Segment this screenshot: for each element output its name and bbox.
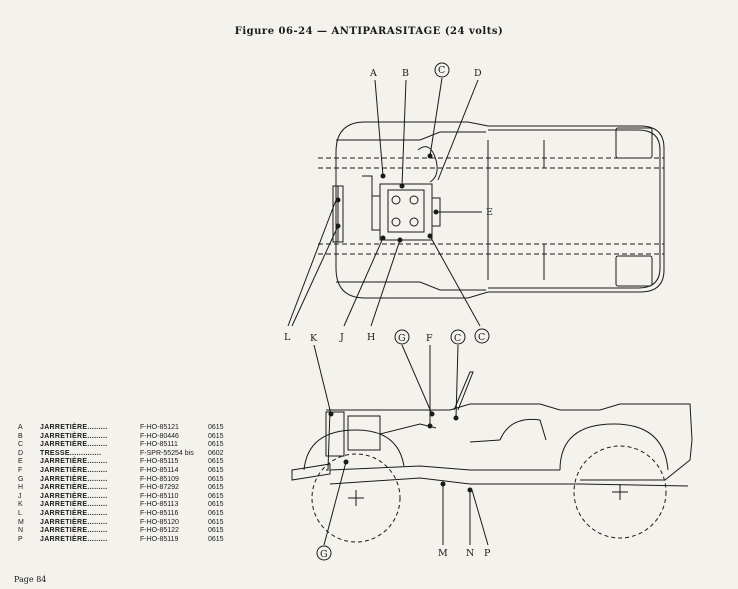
legend-row: N JARRETIÈRE......... F-HO-85122 0615 (18, 527, 228, 536)
legend-ref: F-HO-85113 (140, 501, 179, 509)
legend-row: F JARRETIÈRE......... F-HO-85114 0615 (18, 467, 228, 476)
legend-row: D TRESSE.............. F-SPR-55254 bis 0602 (18, 450, 228, 459)
callout-c-top: C (438, 65, 445, 76)
legend-code: 0615 (208, 492, 224, 500)
legend-row: M JARRETIÈRE......... F-HO-85120 0615 (18, 519, 228, 528)
page-number: Page 84 (14, 575, 47, 584)
legend-name: TRESSE.............. (40, 449, 102, 457)
legend-code: 0615 (208, 484, 224, 492)
leader-lines-top (287, 77, 482, 327)
callout-a: A (369, 68, 377, 79)
legend-ref: F-HO-85116 (140, 509, 179, 517)
legend-code: 0615 (208, 424, 224, 431)
legend-ref: F-HO-85115 (140, 458, 179, 466)
legend-ref: F-HO-85121 (140, 424, 179, 431)
legend-code: 0615 (208, 475, 224, 483)
vehicle-top-view (318, 121, 665, 299)
legend-code: 0615 (208, 535, 224, 543)
legend-name: JARRETIÈRE......... (40, 441, 108, 449)
legend-letter: N (18, 527, 24, 535)
legend-letter: C (18, 441, 24, 449)
legend-code: 0615 (208, 501, 224, 509)
callout-j: J (339, 332, 344, 343)
legend-code: 0615 (208, 518, 224, 526)
legend-name: JARRETIÈRE......... (40, 492, 108, 500)
legend-ref: F-HO-85114 (140, 466, 179, 474)
legend-letter: P (18, 535, 23, 543)
legend-code: 0615 (208, 458, 224, 466)
callout-m: M (438, 548, 448, 559)
legend-ref: F-SPR-55254 bis (140, 449, 194, 457)
legend-code: 0615 (208, 432, 224, 440)
callout-h: H (367, 332, 375, 343)
legend-letter: D (18, 449, 24, 457)
legend-ref: F-HO-85110 (140, 492, 179, 500)
callout-d: D (474, 68, 482, 79)
legend-name: JARRETIÈRE......... (40, 527, 108, 535)
figure-title: Figure 06-24 — ANTIPARASITAGE (24 volts) (234, 26, 504, 37)
legend-letter: G (18, 475, 24, 483)
legend-row: G JARRETIÈRE......... F-HO-85109 0615 (18, 476, 228, 485)
legend-code: 0615 (208, 527, 224, 535)
callout-e: E (486, 207, 493, 218)
callout-f: F (426, 333, 433, 344)
vehicle-side-view (291, 371, 693, 543)
legend-ref: F-HO-85111 (140, 441, 178, 449)
legend-code: 0615 (208, 441, 224, 449)
leader-lines-side (313, 344, 489, 546)
legend-name: JARRETIÈRE......... (40, 424, 108, 431)
legend-row: A JARRETIÈRE......... F-HO-85121 0615 (18, 424, 228, 433)
legend-code: 0615 (208, 466, 224, 474)
legend-letter: H (18, 484, 24, 492)
legend-letter: B (18, 432, 23, 440)
legend-code: 0602 (208, 449, 224, 457)
legend-row: C JARRETIÈRE......... F-HO-85111 0615 (18, 441, 228, 450)
legend-letter: A (18, 424, 23, 431)
callout-c-mid: C (478, 332, 485, 343)
legend-row: P JARRETIÈRE......... F-HO-85119 0615 (18, 536, 228, 545)
legend-ref: F-HO-85109 (140, 475, 179, 483)
legend-letter: M (18, 518, 24, 526)
legend-name: JARRETIÈRE......... (40, 509, 108, 517)
legend-ref: F-HO-85119 (140, 535, 179, 543)
legend-name: JARRETIÈRE......... (40, 501, 108, 509)
legend-code: 0615 (208, 509, 224, 517)
legend-name: JARRETIÈRE......... (40, 484, 108, 492)
legend-letter: F (18, 466, 23, 474)
legend-name: JARRETIÈRE......... (40, 535, 108, 543)
legend-ref: F-HO-85122 (140, 527, 179, 535)
legend-ref: F-HO-87292 (140, 484, 179, 492)
legend-row: B JARRETIÈRE......... F-HO-80446 0615 (18, 433, 228, 442)
callout-k: K (310, 333, 318, 344)
legend-name: JARRETIÈRE......... (40, 518, 108, 526)
legend-letter: K (18, 501, 23, 509)
callout-b: B (402, 68, 409, 79)
legend-letter: J (18, 492, 22, 500)
legend-row: L JARRETIÈRE......... F-HO-85116 0615 (18, 510, 228, 519)
legend-row: E JARRETIÈRE......... F-HO-85115 0615 (18, 458, 228, 467)
legend-name: JARRETIÈRE......... (40, 458, 108, 466)
legend-name: JARRETIÈRE......... (40, 466, 108, 474)
legend-letter: E (18, 458, 23, 466)
callout-l: L (284, 332, 291, 343)
callout-g-lower: G (320, 549, 328, 560)
legend-name: JARRETIÈRE......... (40, 475, 108, 483)
legend-ref: F-HO-85120 (140, 518, 179, 526)
legend-row: J JARRETIÈRE......... F-HO-85110 0615 (18, 493, 228, 502)
legend-row: H JARRETIÈRE......... F-HO-87292 0615 (18, 484, 228, 493)
legend-letter: L (18, 509, 22, 517)
legend-row: K JARRETIÈRE......... F-HO-85113 0615 (18, 501, 228, 510)
callout-c-side: C (454, 333, 461, 344)
callout-g-upper: G (398, 333, 406, 344)
callout-p: P (484, 548, 491, 559)
legend-ref: F-HO-80446 (140, 432, 179, 440)
callout-n: N (466, 548, 474, 559)
legend-name: JARRETIÈRE......... (40, 432, 108, 440)
